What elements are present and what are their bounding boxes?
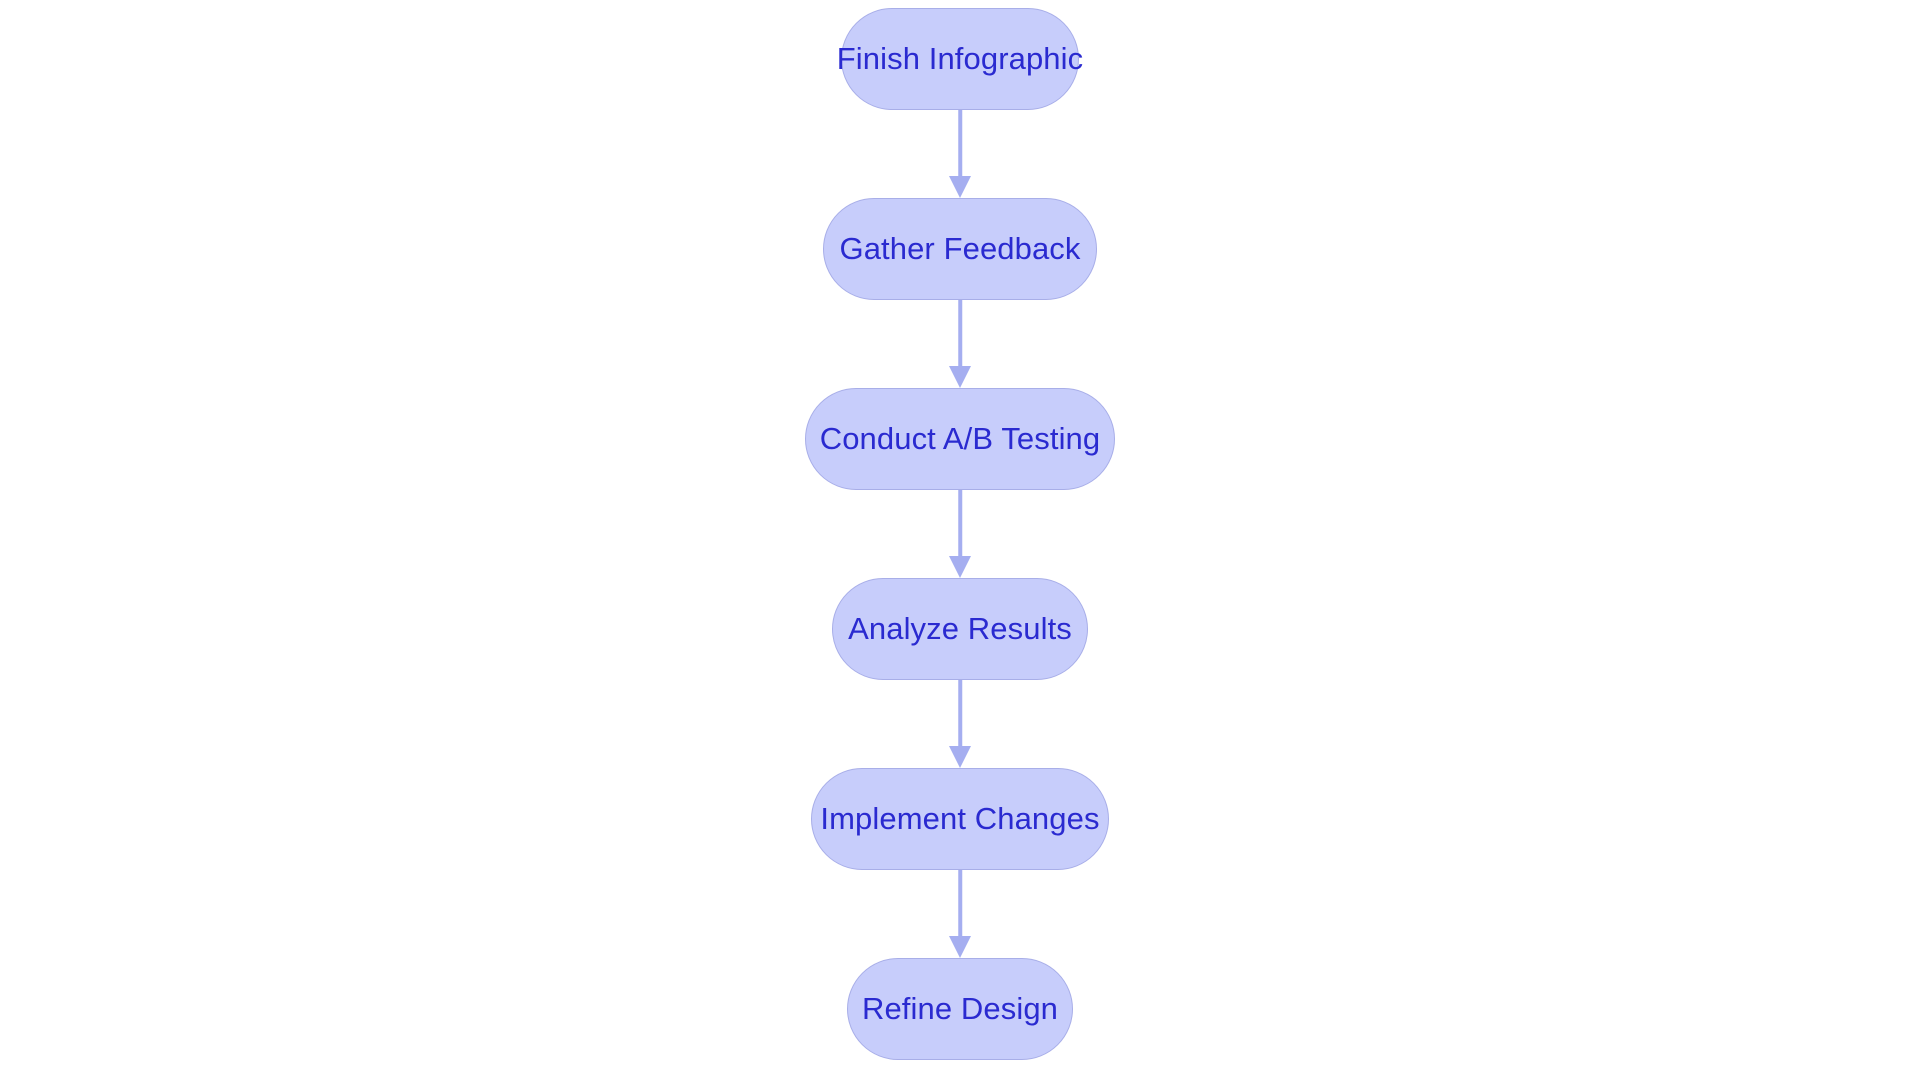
down-arrow-icon	[949, 746, 971, 768]
flow-node-finish-infographic[interactable]: Finish Infographic	[837, 8, 1083, 110]
flow-edge-n3-n4	[940, 680, 980, 768]
edge-line	[958, 870, 962, 936]
edge-line	[958, 490, 962, 556]
down-arrow-icon	[949, 176, 971, 198]
flow-edge-n1-n2	[940, 300, 980, 388]
flow-node-label: Conduct A/B Testing	[819, 421, 1101, 456]
flow-edge-n2-n3	[940, 490, 980, 578]
down-arrow-icon	[949, 556, 971, 578]
flow-node-conduct-ab-testing[interactable]: Conduct A/B Testing	[805, 388, 1115, 490]
flow-edge-n4-n5	[940, 870, 980, 958]
down-arrow-icon	[949, 936, 971, 958]
flow-node-label: Finish Infographic	[836, 41, 1084, 76]
flow-node-label: Analyze Results	[848, 611, 1072, 646]
flow-node-gather-feedback[interactable]: Gather Feedback	[823, 198, 1097, 300]
flow-node-refine-design[interactable]: Refine Design	[847, 958, 1073, 1060]
edge-line	[958, 300, 962, 366]
edge-line	[958, 110, 962, 176]
flow-node-label: Refine Design	[861, 991, 1059, 1026]
flow-node-analyze-results[interactable]: Analyze Results	[832, 578, 1088, 680]
down-arrow-icon	[949, 366, 971, 388]
flow-node-label: Implement Changes	[820, 801, 1100, 836]
flow-node-implement-changes[interactable]: Implement Changes	[811, 768, 1109, 870]
flow-node-label: Gather Feedback	[839, 231, 1081, 266]
edge-line	[958, 680, 962, 746]
flow-edge-n0-n1	[940, 110, 980, 198]
